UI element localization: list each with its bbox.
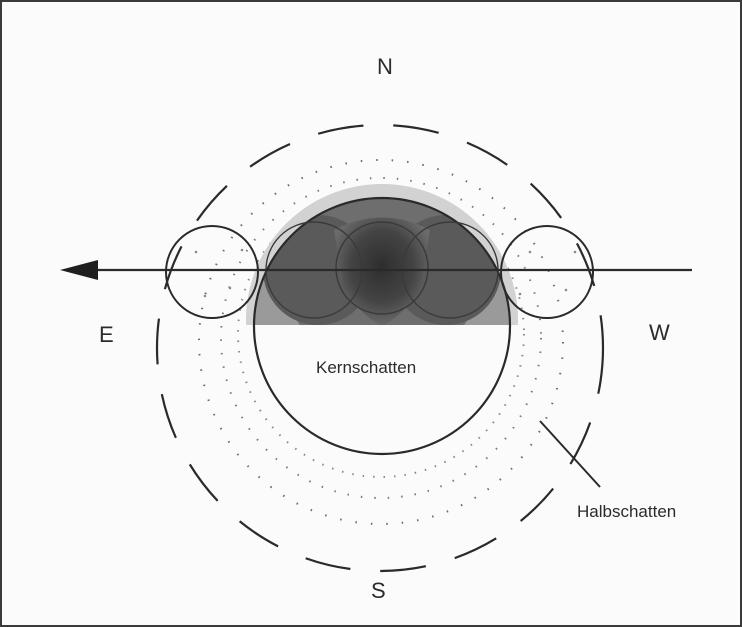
compass-north: N xyxy=(377,54,393,79)
compass-west: W xyxy=(649,320,670,345)
penumbra-label: Halbschatten xyxy=(577,502,677,521)
arrow-left-icon xyxy=(60,260,98,280)
compass-east: E xyxy=(99,322,114,347)
umbra-label: Kernschatten xyxy=(316,358,417,377)
moon-position-5 xyxy=(500,225,594,319)
penumbra-dots-outer xyxy=(198,159,564,525)
moon-dots xyxy=(194,248,577,298)
moon-position-1 xyxy=(165,225,259,319)
penumbra-boundary xyxy=(155,123,605,573)
umbra-circle xyxy=(252,196,512,456)
moon-position-3 xyxy=(335,221,429,315)
penumbra-dots-inner xyxy=(237,190,525,478)
compass-south: S xyxy=(371,578,386,603)
penumbra-dots-middle xyxy=(220,177,542,499)
